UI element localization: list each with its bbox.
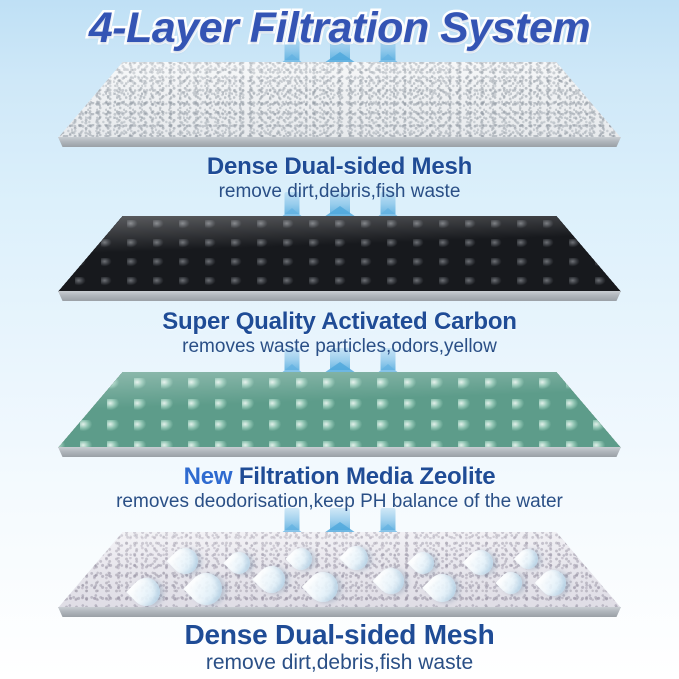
layer-3-heading-rest: Filtration Media Zeolite (232, 463, 496, 490)
layer-4-edge (58, 607, 621, 617)
layer-2-heading: Super Quality Activated Carbon (162, 308, 517, 335)
layer-3-heading: New Filtration Media Zeolite (0, 464, 679, 489)
layer-2-caption: Super Quality Activated Carbon removes w… (0, 309, 679, 358)
layer-3-caption: New Filtration Media Zeolite removes deo… (0, 464, 679, 513)
page-title: 4-Layer Filtration System (86, 2, 593, 55)
layer-4-heading: Dense Dual-sided Mesh (184, 619, 495, 650)
layer-3-edge (58, 447, 621, 457)
layer-4-subtext: remove dirt,debris,fish waste (205, 651, 474, 675)
filter-layer-1-slab (58, 62, 621, 147)
filter-layer-3-slab (58, 372, 621, 457)
layer-1-edge (58, 137, 621, 147)
layer-1-heading: Dense Dual-sided Mesh (206, 153, 473, 180)
layer-2-edge (58, 291, 621, 301)
layer-1-caption: Dense Dual-sided Mesh remove dirt,debris… (0, 154, 679, 203)
layer-4-caption: Dense Dual-sided Mesh remove dirt,debris… (0, 620, 679, 676)
layer-3-heading-highlight: New (183, 463, 233, 490)
layer-3-subtext: removes deodorisation,keep PH balance of… (116, 491, 563, 513)
layer-1-material-surface (58, 62, 621, 138)
layer-1-subtext: remove dirt,debris,fish waste (218, 181, 461, 203)
filter-layer-2-slab (58, 216, 621, 301)
layer-2-material-surface (58, 216, 621, 292)
layer-2-subtext: removes waste particles,odors,yellow (182, 336, 497, 358)
layer-3-material-surface (58, 372, 621, 448)
